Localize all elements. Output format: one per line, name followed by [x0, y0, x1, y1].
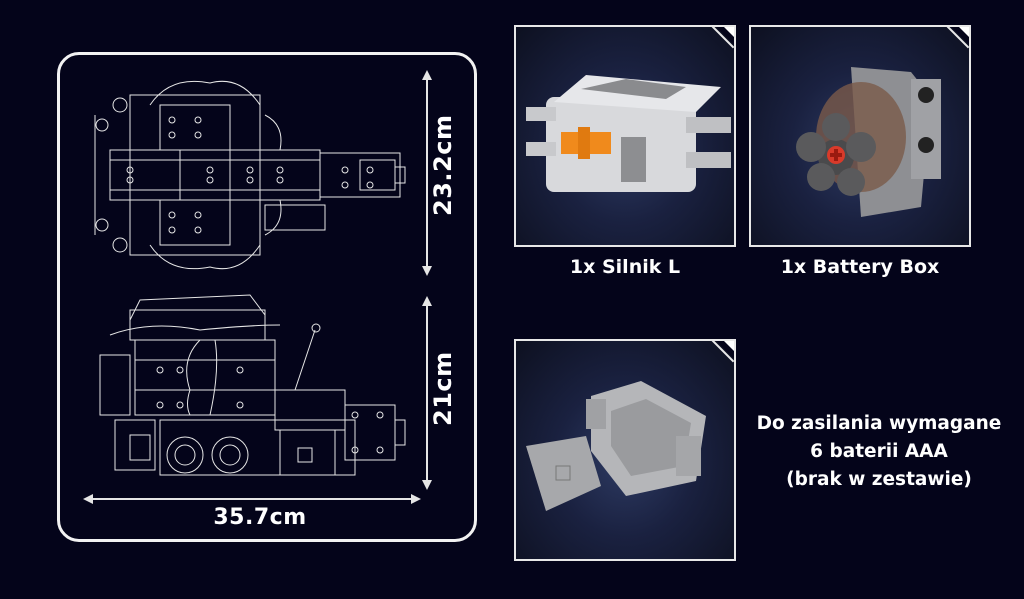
width-label: 35.7cm — [213, 505, 307, 530]
corner-triangle-icon — [723, 341, 734, 352]
height-arrow-top — [422, 70, 432, 276]
product-card-3 — [514, 339, 736, 561]
note-line-2: 6 baterii AAA — [810, 441, 948, 462]
engine-side-view-blueprint — [99, 294, 406, 476]
height-label-side-view: 21cm — [429, 351, 457, 426]
product-card-2 — [749, 25, 971, 247]
note-line-3: (brak w zestawie) — [786, 469, 972, 490]
product-card-1 — [514, 25, 736, 247]
note-line-1: Do zasilania wymagane — [756, 413, 1002, 434]
corner-triangle-icon — [958, 27, 969, 38]
l-motor-image — [796, 67, 941, 217]
width-arrow — [83, 494, 421, 504]
dimensions-frame — [57, 52, 477, 542]
open-battery-box-image — [526, 381, 706, 511]
product-caption-1: 1x Silnik L — [569, 256, 681, 278]
battery-box-image — [526, 75, 731, 192]
battery-requirement-note: Do zasilania wymagane 6 baterii AAA (bra… — [738, 410, 1020, 494]
engine-top-view-blueprint — [94, 80, 406, 270]
corner-triangle-icon — [723, 27, 734, 38]
height-arrow-side — [422, 296, 432, 490]
height-label-top-view: 23.2cm — [429, 114, 457, 216]
product-caption-2: 1x Battery Box — [780, 256, 940, 278]
